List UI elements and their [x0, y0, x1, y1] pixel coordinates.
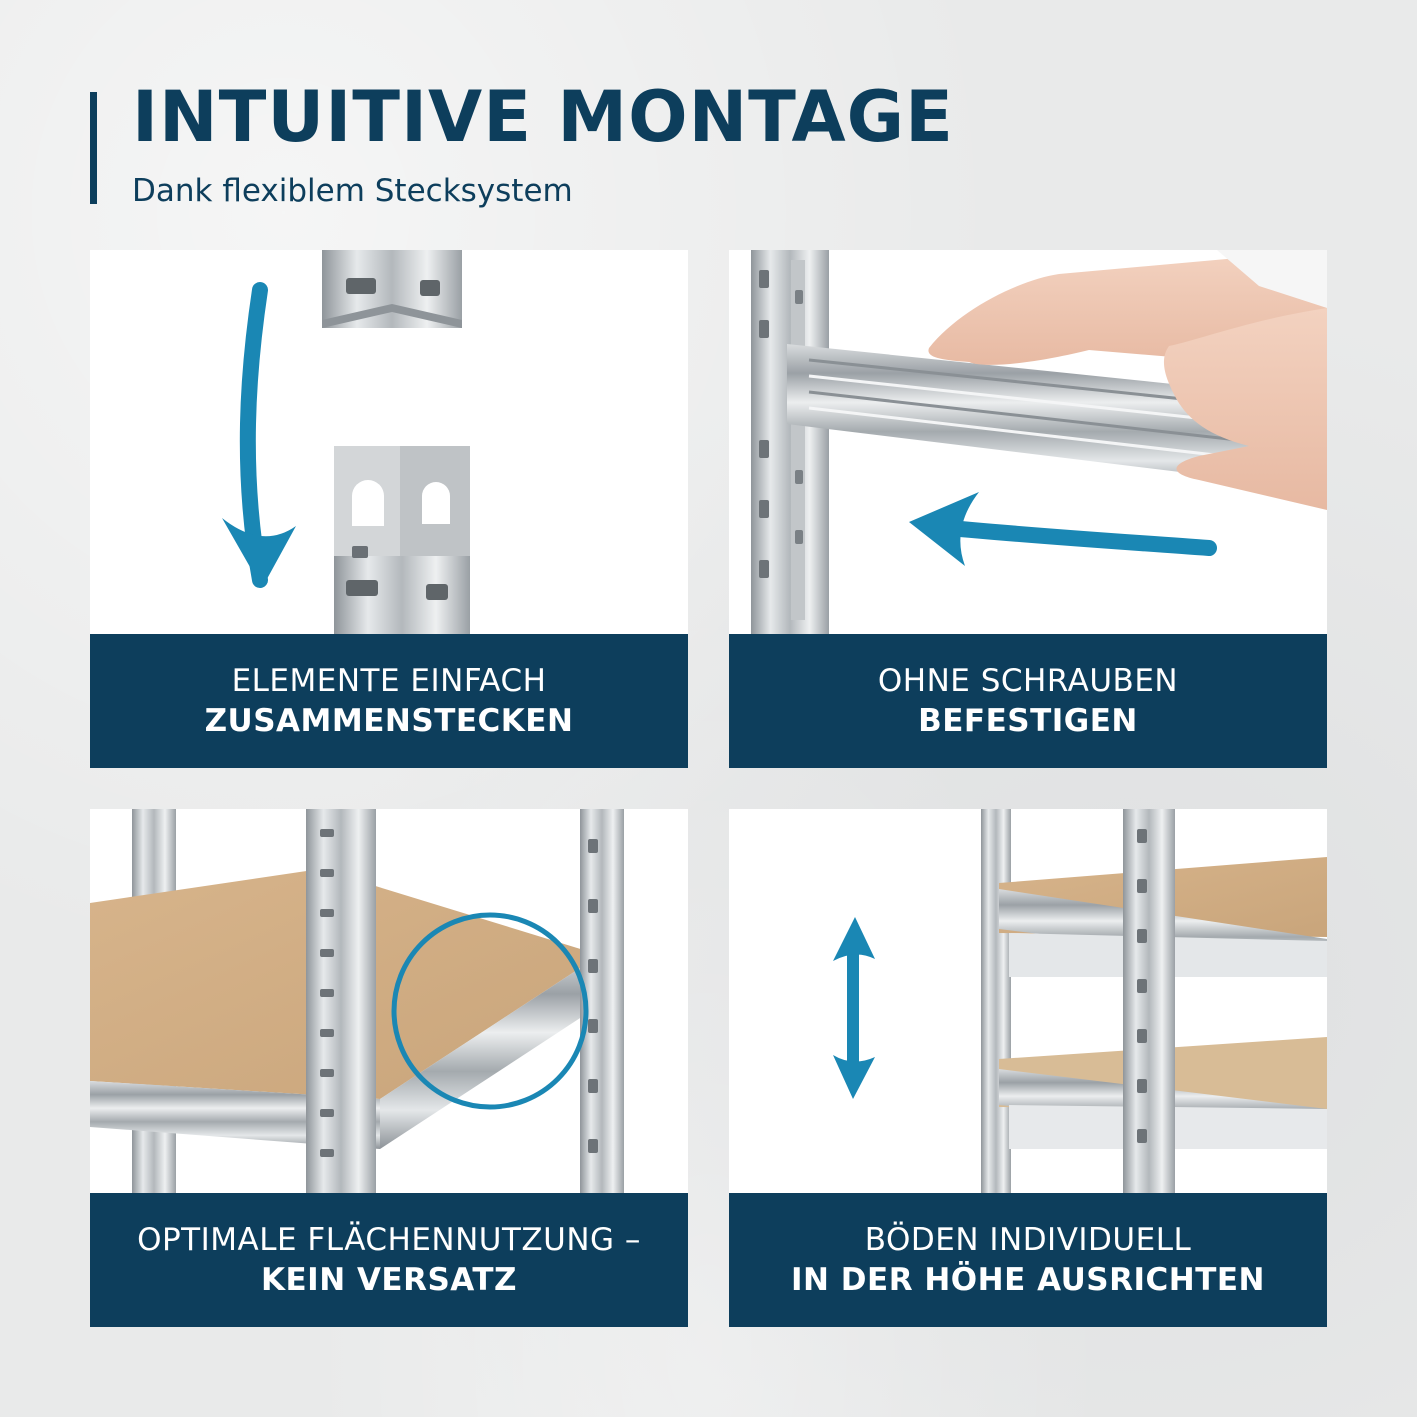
- feature-card-no-screws: OHNE SCHRAUBEN BEFESTIGEN: [729, 250, 1327, 768]
- arrow-up-down-icon: [833, 917, 875, 1099]
- caption-plug-together: ELEMENTE EINFACH ZUSAMMENSTECKEN: [90, 634, 688, 768]
- caption-line1: BÖDEN INDIVIDUELL: [864, 1222, 1192, 1258]
- page-subtitle: Dank flexiblem Stecksystem: [132, 173, 573, 209]
- caption-line2: BEFESTIGEN: [918, 703, 1138, 739]
- upright-connection-photo: [90, 250, 688, 634]
- front-upright: [1123, 809, 1175, 1193]
- caption-line2: IN DER HÖHE AUSRICHTEN: [791, 1262, 1265, 1298]
- caption-line2: KEIN VERSATZ: [260, 1262, 518, 1298]
- caption-height-adjust: BÖDEN INDIVIDUELL IN DER HÖHE AUSRICHTEN: [729, 1193, 1327, 1327]
- arrow-left-icon: [909, 492, 1217, 566]
- hands: [928, 250, 1327, 510]
- lower-upright: [334, 446, 470, 634]
- arrow-down-icon: [222, 282, 296, 588]
- caption-space-usage: OPTIMALE FLÄCHENNUTZUNG – KEIN VERSATZ: [90, 1193, 688, 1327]
- adjustable-shelves-photo: [729, 809, 1327, 1193]
- feature-card-plug-together: ELEMENTE EINFACH ZUSAMMENSTECKEN: [90, 250, 688, 768]
- caption-line1: OHNE SCHRAUBEN: [877, 663, 1179, 699]
- caption-line1: ELEMENTE EINFACH: [231, 663, 547, 699]
- header-accent-bar: [90, 92, 97, 204]
- beam-insertion-photo: [729, 250, 1327, 634]
- caption-no-screws: OHNE SCHRAUBEN BEFESTIGEN: [729, 634, 1327, 768]
- caption-line2: ZUSAMMENSTECKEN: [204, 703, 574, 739]
- front-upright: [306, 809, 376, 1193]
- feature-card-space-usage: OPTIMALE FLÄCHENNUTZUNG – KEIN VERSATZ: [90, 809, 688, 1327]
- upright: [751, 250, 829, 634]
- feature-card-height-adjust: BÖDEN INDIVIDUELL IN DER HÖHE AUSRICHTEN: [729, 809, 1327, 1327]
- magnifier-circle-icon: [391, 912, 589, 1110]
- upper-upright: [322, 250, 462, 328]
- page-title: INTUITIVE MONTAGE: [132, 76, 954, 158]
- shelf-flush-photo: [90, 809, 688, 1193]
- caption-line1: OPTIMALE FLÄCHENNUTZUNG –: [137, 1222, 641, 1258]
